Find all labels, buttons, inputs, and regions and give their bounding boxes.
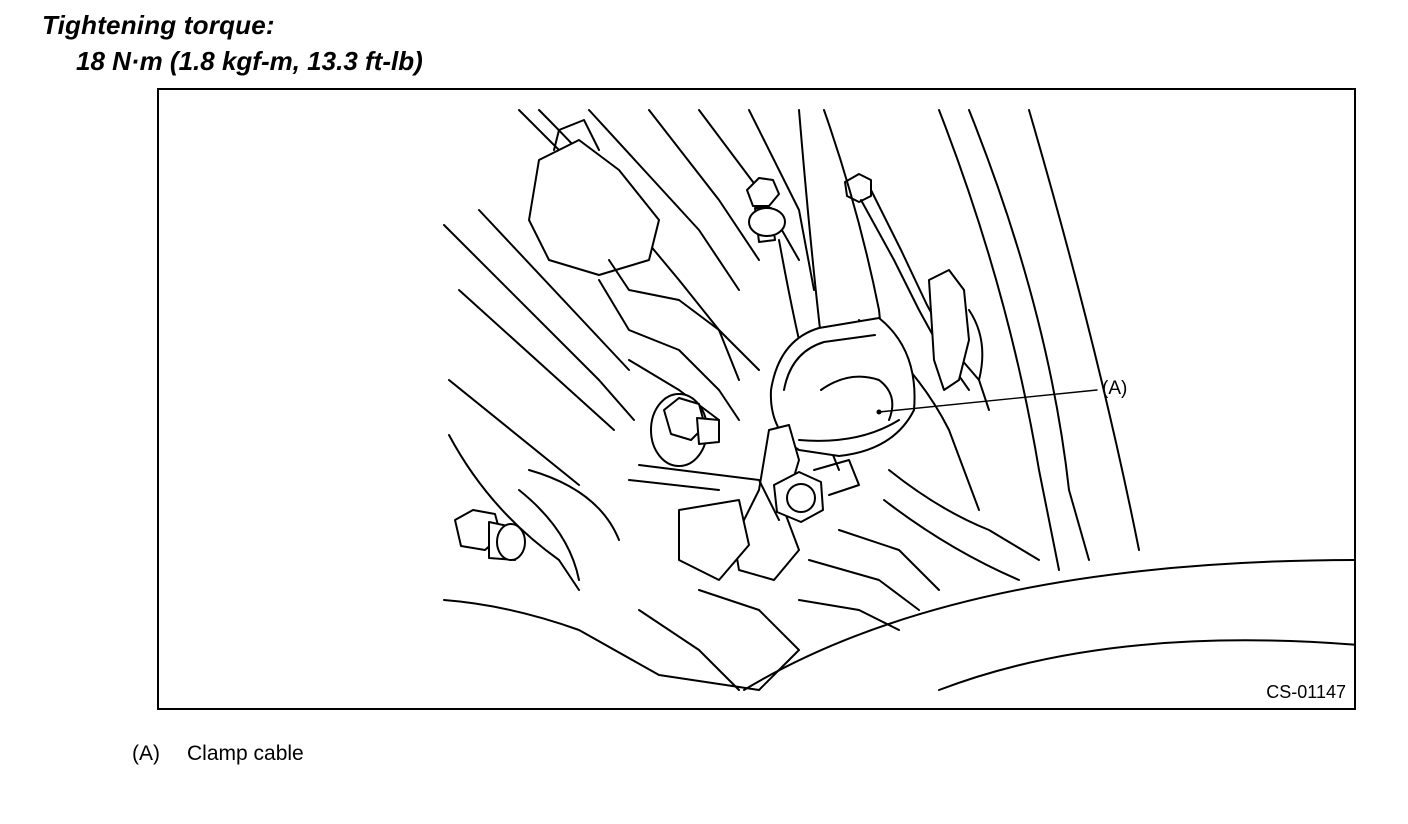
legend-key: (A) [132,742,160,765]
legend-label: Clamp cable [187,742,304,765]
figure-frame: (A) CS-01147 [157,88,1356,710]
legend: (A) Clamp cable [132,742,304,766]
torque-heading: Tightening torque: [42,10,275,40]
figure-code: CS-01147 [1266,682,1346,702]
callout-label-a: (A) [1102,378,1128,399]
torque-value: 18 N·m (1.8 kgf-m, 13.3 ft-lb) [76,46,423,76]
clamp-cable-illustration [443,109,1354,691]
